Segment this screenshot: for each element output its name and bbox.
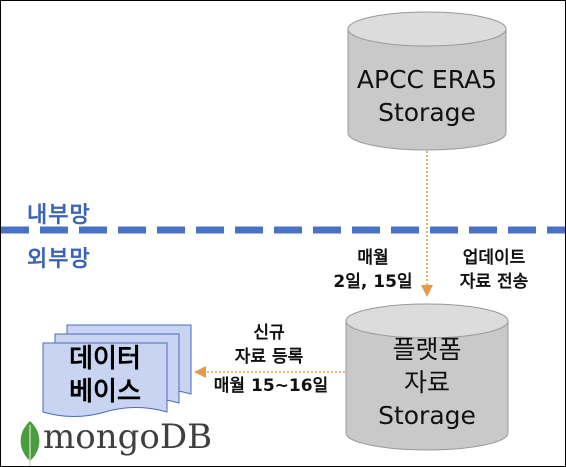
platform-storage-line2: 자료 — [403, 368, 450, 397]
platform-storage-cylinder — [345, 303, 509, 451]
mongodb-leaf-icon — [20, 421, 40, 466]
platform-storage-label: 플랫폼 자료 Storage — [346, 333, 508, 432]
database-stack — [42, 324, 192, 417]
transfer-action-line1: 업데이트 — [462, 248, 526, 268]
apcc-storage-line1: APCC ERA5 — [356, 65, 498, 94]
database-line2: 베이스 — [69, 377, 141, 407]
register-action-line1: 신규 — [253, 323, 285, 343]
platform-storage-line1: 플랫폼 — [392, 335, 462, 364]
transfer-action-note: 업데이트 자료 전송 — [439, 246, 549, 294]
register-schedule-note: 매월 15~16일 — [213, 376, 329, 396]
transfer-schedule-line1: 매월 — [357, 248, 389, 268]
database-label: 데이터 베이스 — [43, 343, 167, 409]
apcc-storage-label: APCC ERA5 Storage — [348, 63, 506, 129]
external-network-label: 외부망 — [27, 247, 91, 272]
register-action-line2: 자료 등록 — [234, 347, 304, 367]
transfer-action-line2: 자료 전송 — [459, 272, 529, 292]
internal-network-label: 내부망 — [27, 203, 91, 228]
transfer-schedule-line2: 2일, 15일 — [333, 272, 413, 292]
transfer-schedule-note: 매월 2일, 15일 — [331, 246, 415, 294]
apcc-storage-cylinder — [347, 11, 507, 151]
apcc-storage-line2: Storage — [378, 98, 476, 127]
platform-storage-line3: Storage — [378, 401, 476, 430]
mongodb-logo-text: mongoDB — [43, 417, 213, 457]
database-line1: 데이터 — [69, 344, 141, 374]
register-action-note: 신규 자료 등록 — [209, 321, 329, 369]
